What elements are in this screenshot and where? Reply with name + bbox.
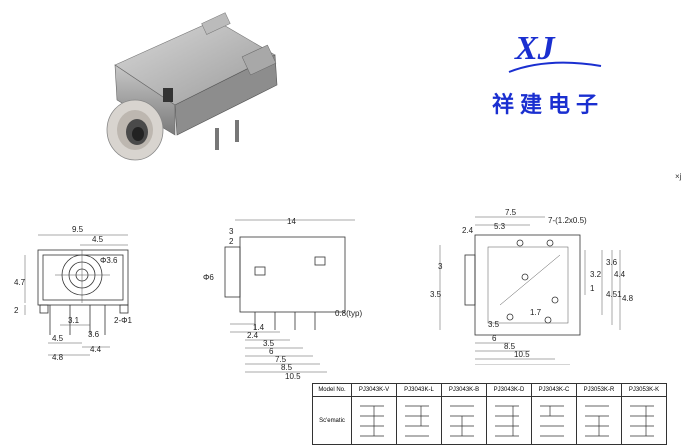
dim-side-8: 6 xyxy=(269,347,274,356)
dim-side-11: 10.5 xyxy=(285,372,301,381)
schematic-cell xyxy=(486,396,532,445)
dim-side-12: 0.8(typ) xyxy=(335,309,362,318)
dim-front-10: 2-Φ1 xyxy=(114,316,132,325)
model-table: Model No. PJ3043K-V PJ3043K-L PJ3043K-B … xyxy=(312,383,667,445)
dim-front-2: 4.5 xyxy=(92,235,104,244)
dim-bot-9: 4.4 xyxy=(614,270,626,279)
model-cell: PJ3053K-R xyxy=(576,383,622,397)
schematic-cell xyxy=(621,396,667,445)
dim-bot-2: 5.3 xyxy=(494,222,506,231)
side-view-drawing: 14 3 2 Φ6 1.4 2.4 3.5 6 7.5 8.5 10.5 0.8… xyxy=(203,217,362,381)
model-cell: PJ3043K-B xyxy=(441,383,487,397)
model-cell: PJ3053K-K xyxy=(621,383,667,397)
dim-front-6: 3.6 xyxy=(88,330,100,339)
dim-front-9: 4.4 xyxy=(90,345,102,354)
dim-front-8: 4.8 xyxy=(52,353,64,362)
dim-bot-16: 8.5 xyxy=(504,342,516,351)
dim-front-4: 2 xyxy=(14,306,19,315)
schematic-cell xyxy=(441,396,487,445)
brand-logo: XJ xyxy=(515,30,555,68)
schematic-cell xyxy=(531,396,577,445)
dim-bot-13: 3.5 xyxy=(488,320,500,329)
dim-bot-5: 3 xyxy=(438,262,443,271)
table-header-row: Model No. PJ3043K-V PJ3043K-L PJ3043K-B … xyxy=(312,383,667,397)
dim-side-2: 3 xyxy=(229,227,234,236)
dim-bot-3: 2.4 xyxy=(462,226,474,235)
dim-side-7: 3.5 xyxy=(263,339,275,348)
dim-side-6: 2.4 xyxy=(247,331,259,340)
schematic-cell xyxy=(576,396,622,445)
bottom-view-drawing: 7.5 5.3 2.4 7-(1.2x0.5) 3 3.6 3.2 1 4.4 … xyxy=(430,208,634,365)
dim-bot-8: 1 xyxy=(590,284,595,293)
dim-bot-12: 3.5 xyxy=(430,290,442,299)
dim-side-3: 2 xyxy=(229,237,234,246)
schematic-cell xyxy=(351,396,397,445)
dim-bot-10: 4.51 xyxy=(606,290,622,299)
dim-side-1: 14 xyxy=(287,217,296,226)
logo-letters: XJ xyxy=(515,30,555,67)
model-cell: PJ3043K-C xyxy=(531,383,577,397)
dim-bot-11: 4.8 xyxy=(622,294,634,303)
dim-side-4: Φ6 xyxy=(203,273,214,282)
dim-bot-6: 3.6 xyxy=(606,258,618,267)
model-cell: PJ3043K-V xyxy=(351,383,397,397)
model-cell: PJ3043K-L xyxy=(396,383,442,397)
model-cell: PJ3043K-D xyxy=(486,383,532,397)
corner-mark: ×j xyxy=(675,172,682,181)
dim-front-3: 4.7 xyxy=(14,278,26,287)
dim-front-11: Φ3.6 xyxy=(100,256,118,265)
dim-front-1: 9.5 xyxy=(72,225,84,234)
dim-bot-14: 1.7 xyxy=(530,308,542,317)
schematic-cell xyxy=(396,396,442,445)
dim-bot-4: 7-(1.2x0.5) xyxy=(548,216,587,225)
product-photo xyxy=(106,12,278,161)
dim-bot-17: 10.5 xyxy=(514,350,530,359)
dim-bot-15: 6 xyxy=(492,334,497,343)
front-view-drawing: 9.5 4.5 4.7 2 3.1 3.6 4.5 4.8 4.4 2-Φ1 Φ… xyxy=(14,225,132,362)
table-row-label: Sc'ematic xyxy=(312,396,352,445)
dim-side-10: 8.5 xyxy=(281,363,293,372)
dim-bot-1: 7.5 xyxy=(505,208,517,217)
table-schematic-row: Sc'ematic xyxy=(312,396,667,445)
dim-front-7: 4.5 xyxy=(52,334,64,343)
dim-side-9: 7.5 xyxy=(275,355,287,364)
dim-side-5: 1.4 xyxy=(253,323,265,332)
company-name: 祥建电子 xyxy=(492,92,605,118)
dim-bot-7: 3.2 xyxy=(590,270,602,279)
table-header-label: Model No. xyxy=(312,383,352,397)
logo-swoosh xyxy=(508,61,602,73)
dim-front-5: 3.1 xyxy=(68,316,80,325)
